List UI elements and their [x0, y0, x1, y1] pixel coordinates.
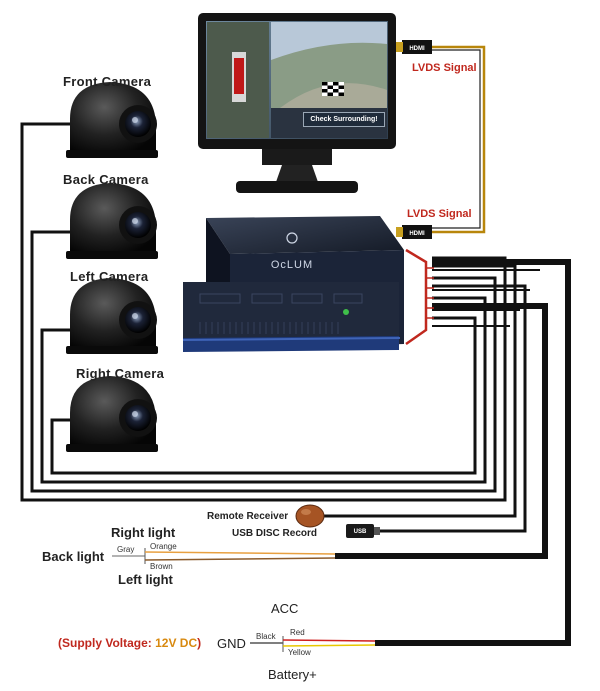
check-surrounding-button[interactable]: Check Surrounding!: [303, 112, 385, 127]
hdmi-tag-box: HDMI: [409, 231, 425, 237]
left-camera-icon: [66, 278, 158, 354]
usb-disc-record-label: USB DISC Record: [232, 528, 318, 539]
yellow-wire-label: Yellow: [288, 648, 311, 657]
camera-cables: [20, 122, 571, 646]
front-camera-icon: [66, 82, 158, 158]
battery-label: Battery+: [268, 667, 317, 682]
harness-bracket: [405, 248, 428, 346]
right-camera-icon: [66, 376, 158, 452]
remote-receiver-label: Remote Receiver: [207, 511, 289, 522]
hdmi-plug-monitor: [396, 40, 432, 54]
remote-cable: [322, 264, 517, 518]
front-camera-cable: [20, 122, 507, 502]
gray-wire-label: Gray: [117, 545, 135, 554]
remote-receiver-icon: [295, 504, 325, 528]
supply-prefix: (Supply Voltage:: [58, 636, 152, 650]
right-light-label: Right light: [111, 525, 176, 540]
lvds-signal-label-top: LVDS Signal: [412, 62, 477, 74]
power-led-icon: [343, 309, 349, 315]
usb-cable: [378, 284, 527, 533]
dvr-box: OcLUM: [182, 216, 404, 352]
red-wire-label: Red: [290, 628, 305, 637]
brown-wire-label: Brown: [150, 562, 173, 571]
black-wire-label: Black: [256, 632, 276, 641]
back-camera-cable: [30, 230, 497, 493]
gnd-label: GND: [217, 636, 246, 651]
brand-logo-icon: [286, 232, 298, 244]
hdmi-cable: [430, 45, 486, 234]
front-camera-label: Front Camera: [63, 74, 152, 89]
left-camera-cable: [40, 296, 487, 484]
left-camera-label: Left Camera: [70, 269, 149, 284]
supply-value: 12V DC: [155, 636, 198, 650]
back-light-label: Back light: [42, 549, 105, 564]
brand-name: OcLUM: [271, 259, 313, 271]
power-wires: [250, 636, 376, 652]
supply-voltage-label: (Supply Voltage: 12V DC): [58, 636, 201, 650]
hdmi-plug-box: [396, 225, 432, 239]
right-camera-cable: [50, 316, 477, 475]
checkerboard-icon: [322, 82, 344, 96]
usb-tag: USB: [354, 529, 367, 535]
power-bundle-cable: [375, 259, 571, 646]
supply-suffix: ): [197, 636, 202, 650]
usb-plug-icon: [346, 524, 380, 538]
light-bundle-cable: [335, 303, 548, 559]
right-camera-label: Right Camera: [76, 366, 165, 381]
light-wires: [112, 548, 336, 564]
monitor: [198, 13, 396, 193]
hdmi-tag-monitor: HDMI: [409, 46, 425, 52]
acc-label: ACC: [271, 601, 299, 616]
back-camera-label: Back Camera: [63, 172, 149, 187]
left-light-label: Left light: [118, 572, 173, 587]
lvds-signal-label-box: LVDS Signal: [407, 208, 472, 220]
back-camera-icon: [66, 183, 158, 259]
orange-wire-label: Orange: [150, 542, 177, 551]
